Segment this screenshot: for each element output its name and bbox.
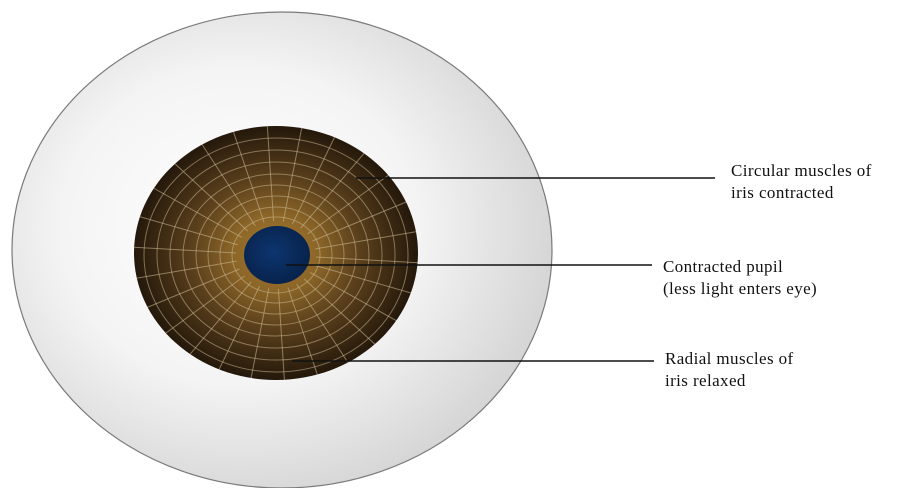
radial-muscle-line <box>277 288 287 380</box>
label-contracted-pupil: Contracted pupil (less light enters eye) <box>663 256 817 300</box>
label-radial-muscles: Radial muscles of iris relaxed <box>665 348 794 392</box>
radial-muscle-line <box>300 140 375 229</box>
pupil <box>244 226 310 284</box>
circular-muscles <box>143 137 409 373</box>
radial-muscle-line <box>315 228 418 250</box>
radial-muscle-line <box>309 272 414 331</box>
radial-muscle-line <box>314 264 418 299</box>
radial-muscle-line <box>227 126 265 223</box>
radial-muscle-line <box>307 165 403 235</box>
radial-muscle-line <box>162 152 249 232</box>
radial-muscle-line <box>312 194 418 242</box>
radial-muscle-line <box>149 275 245 345</box>
radial-muscle-line <box>192 130 256 227</box>
radial-muscle-line <box>282 126 306 222</box>
label-circular-line2: iris contracted <box>731 183 834 202</box>
radial-muscle-line <box>134 245 237 254</box>
label-circular-muscles: Circular muscles of iris contracted <box>731 160 872 204</box>
radial-muscle-line <box>134 268 240 316</box>
radial-muscle-line <box>134 211 238 246</box>
label-circular-line1: Circular muscles of <box>731 161 872 180</box>
label-pupil-line1: Contracted pupil <box>663 257 784 276</box>
label-radial-line1: Radial muscles of <box>665 349 794 368</box>
radial-muscle-line <box>138 179 243 238</box>
label-radial-line2: iris relaxed <box>665 371 746 390</box>
radial-muscle-line <box>315 256 418 265</box>
label-pupil-line2: (less light enters eye) <box>663 279 818 298</box>
radial-muscle-line <box>265 126 275 222</box>
radial-muscle-line <box>134 260 237 282</box>
radial-muscle-line <box>291 126 343 225</box>
